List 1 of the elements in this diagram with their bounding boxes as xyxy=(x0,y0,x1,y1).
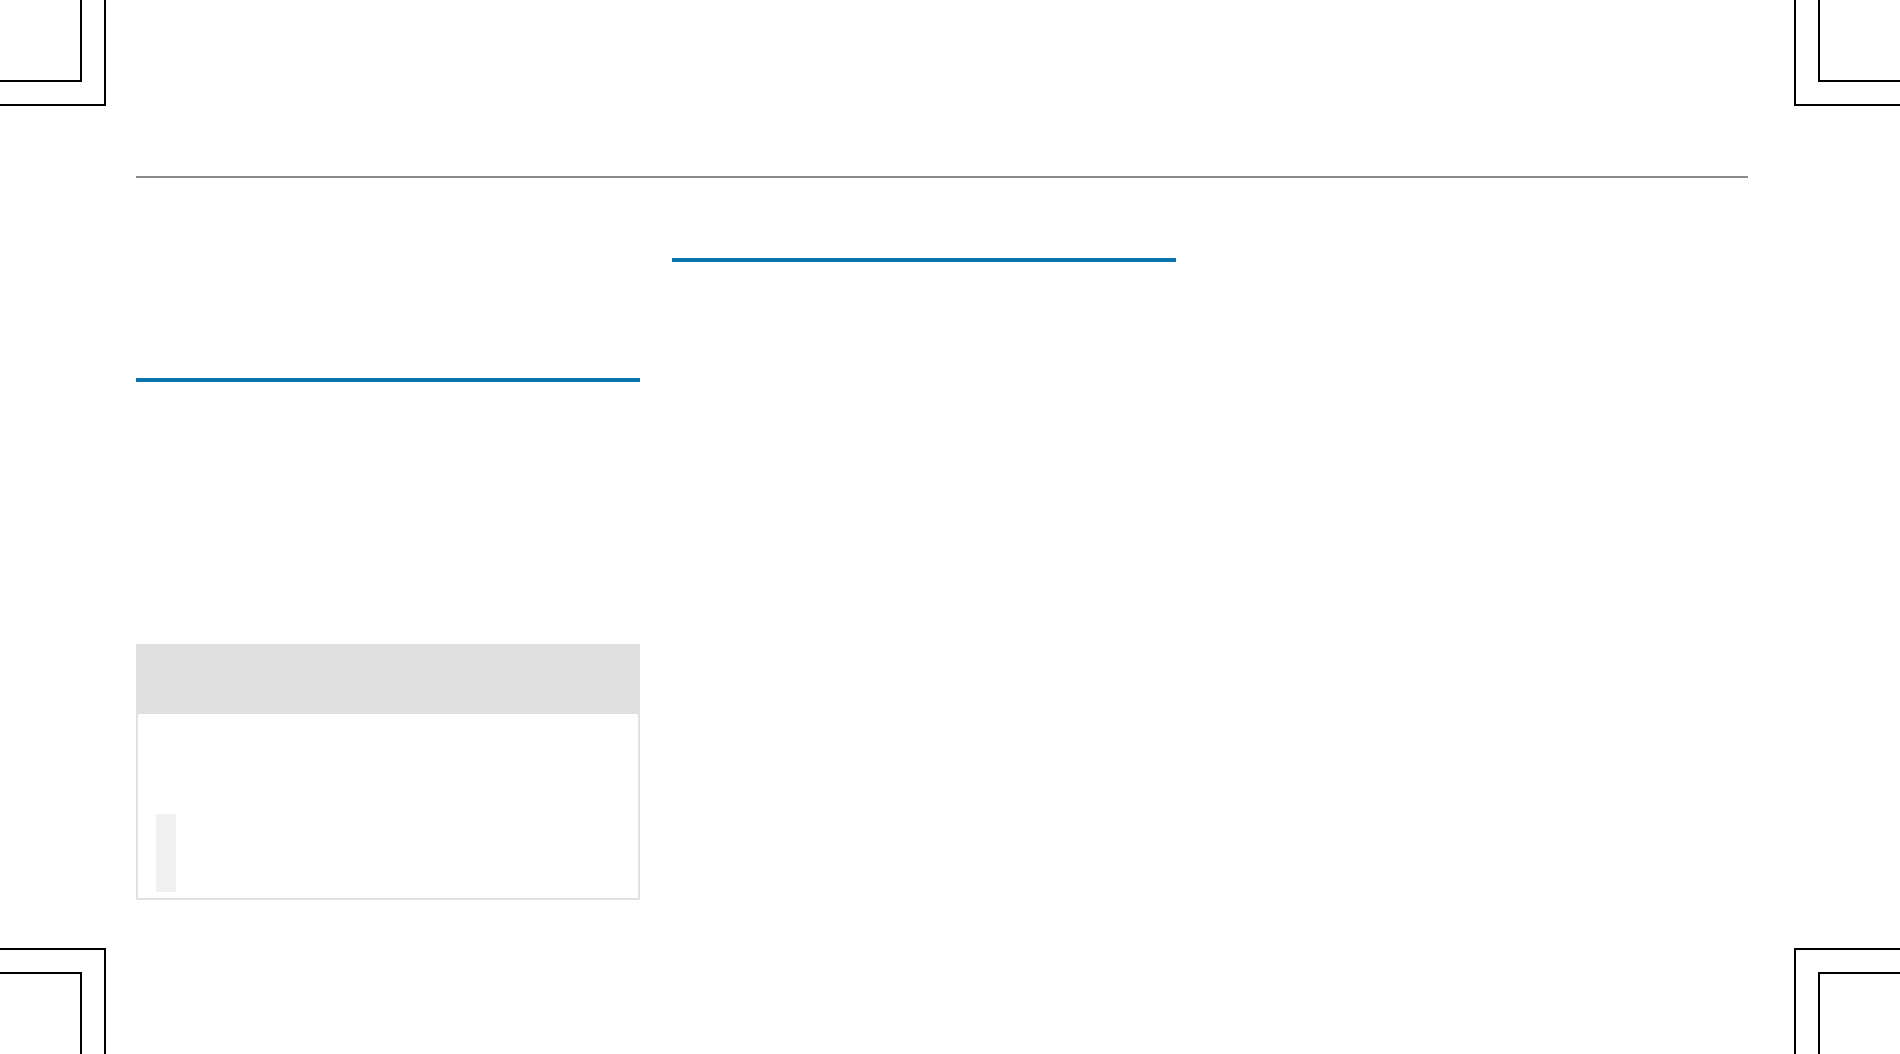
note-panel xyxy=(136,644,640,900)
